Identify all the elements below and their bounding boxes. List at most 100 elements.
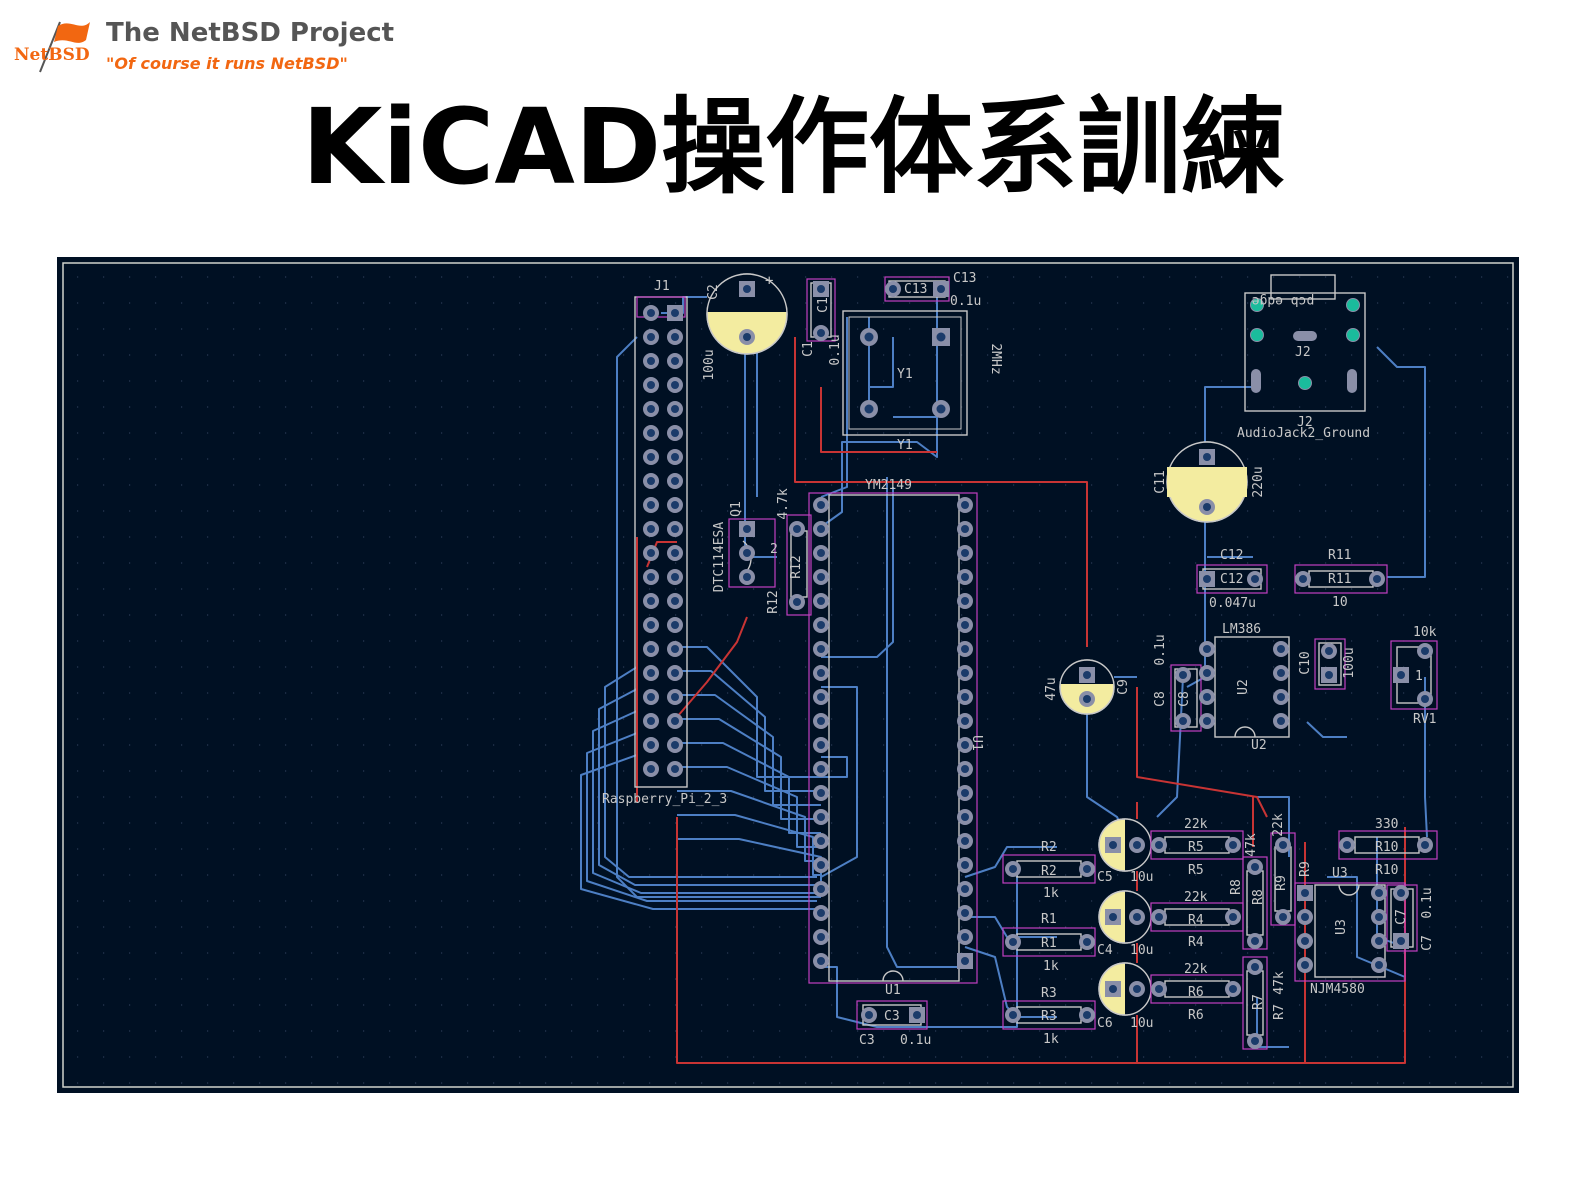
trace [677, 814, 821, 876]
pad-hole [1397, 937, 1405, 945]
pad-hole [647, 501, 655, 509]
label-q1-pin: 2 [770, 542, 778, 557]
pad-hole [1083, 938, 1091, 946]
silk-outline [1214, 636, 1290, 738]
u3-notch [1338, 884, 1360, 896]
trace [869, 337, 894, 388]
trace [820, 686, 858, 878]
pad-hole [1155, 985, 1163, 993]
pad-hole [1133, 913, 1141, 921]
silk-outline [1314, 884, 1386, 978]
pad-hole [1203, 717, 1211, 725]
label-r7-value: 47k [1272, 971, 1287, 995]
label-c1-ref: C1 [801, 341, 816, 357]
label-r7-ref: R7 [1251, 994, 1266, 1010]
front-copper-traces [636, 337, 1406, 1064]
pad-hole [1229, 841, 1237, 849]
j2-hole [1347, 299, 1359, 311]
pad-hole [671, 765, 679, 773]
pad-hole [647, 549, 655, 557]
y1-inner [848, 316, 962, 430]
label-c8: C8 [1153, 691, 1168, 707]
label-c10: C10 [1298, 651, 1313, 674]
pad-hole [1133, 985, 1141, 993]
pad-hole [961, 789, 969, 797]
board-edge-cuts [62, 262, 1514, 1088]
pad-hole [1277, 693, 1285, 701]
pad-hole [743, 573, 751, 581]
j2-slot [1293, 331, 1317, 341]
pad-hole [1397, 671, 1405, 679]
pad-hole [647, 573, 655, 581]
trace [616, 336, 821, 898]
pad-hole [1251, 1037, 1259, 1045]
pad-hole [913, 1011, 921, 1019]
courtyard-outline [728, 518, 776, 588]
trace [1136, 687, 1268, 818]
pad-hole [1203, 693, 1211, 701]
label-c2-value: 100u [702, 349, 717, 380]
silk-outline [1318, 642, 1342, 686]
pad-hole [1203, 645, 1211, 653]
label-c11-value: 220u [1251, 466, 1266, 497]
pad-hole [1277, 669, 1285, 677]
pad-hole [671, 453, 679, 461]
pad-hole [864, 332, 874, 342]
label-r3-value: 1k [1043, 1032, 1059, 1047]
label-r1-ref: R1 [1041, 936, 1057, 951]
label-u1: U1 [885, 983, 901, 998]
trace [821, 487, 894, 658]
pad-hole [961, 813, 969, 821]
label-c5: C5 [1097, 870, 1113, 885]
label-u3: U3 [1332, 866, 1348, 881]
courtyard-outline [1294, 882, 1406, 982]
pad-hole [1155, 841, 1163, 849]
label-r11-value: 10 [1332, 595, 1348, 610]
slide-title: KiCAD操作体系訓練 [301, 86, 1286, 208]
project-tagline: "Of course it runs NetBSD" [106, 54, 348, 73]
component-pads[interactable] [643, 281, 1433, 1049]
pad-hole [1083, 671, 1091, 679]
pad-hole [937, 285, 945, 293]
u1-notch [882, 970, 904, 982]
label-r12-value: 4.7k [776, 488, 791, 519]
pad-hole [889, 285, 897, 293]
pad-hole [671, 357, 679, 365]
pad-hole [817, 741, 825, 749]
pad-hole [817, 813, 825, 821]
pad-hole [1277, 717, 1285, 725]
pad-hole [671, 381, 679, 389]
trace [677, 790, 821, 862]
silk-outline [842, 310, 968, 436]
pad-hole [1397, 889, 1405, 897]
label-r6-ref: R6 [1188, 985, 1204, 1000]
pad-hole [936, 404, 946, 414]
pad-hole [647, 621, 655, 629]
label-r1: R1 [1041, 912, 1057, 927]
label-r10-ref: R10 [1375, 840, 1398, 855]
silk-outline [1244, 292, 1366, 412]
pad-hole [1375, 937, 1383, 945]
pad-hole [647, 765, 655, 773]
label-rv1-value: 10k [1413, 625, 1437, 640]
pcb-view[interactable]: + J1 Raspberry_Pi_2_3 C2 100u C1 C1 0.1u… [57, 257, 1545, 1109]
pad-hole [671, 429, 679, 437]
pad-hole [647, 669, 655, 677]
pad-hole [1203, 503, 1211, 511]
pad-hole [647, 453, 655, 461]
trace [580, 754, 817, 910]
pad-hole [865, 1011, 873, 1019]
pad-hole [961, 885, 969, 893]
label-r3-ref: R3 [1041, 1009, 1057, 1024]
pad-hole [817, 669, 825, 677]
pad-hole [817, 933, 825, 941]
label-r9-ref: R9 [1274, 875, 1289, 891]
pad-hole [647, 741, 655, 749]
pad-hole [1229, 985, 1237, 993]
pad-hole [961, 597, 969, 605]
trace [820, 317, 848, 498]
pcb-board-canvas[interactable]: + J1 Raspberry_Pi_2_3 C2 100u C1 C1 0.1u… [57, 257, 1519, 1093]
label-r4-value: 22k [1184, 890, 1208, 905]
trace [886, 477, 965, 968]
pad-hole [743, 285, 751, 293]
